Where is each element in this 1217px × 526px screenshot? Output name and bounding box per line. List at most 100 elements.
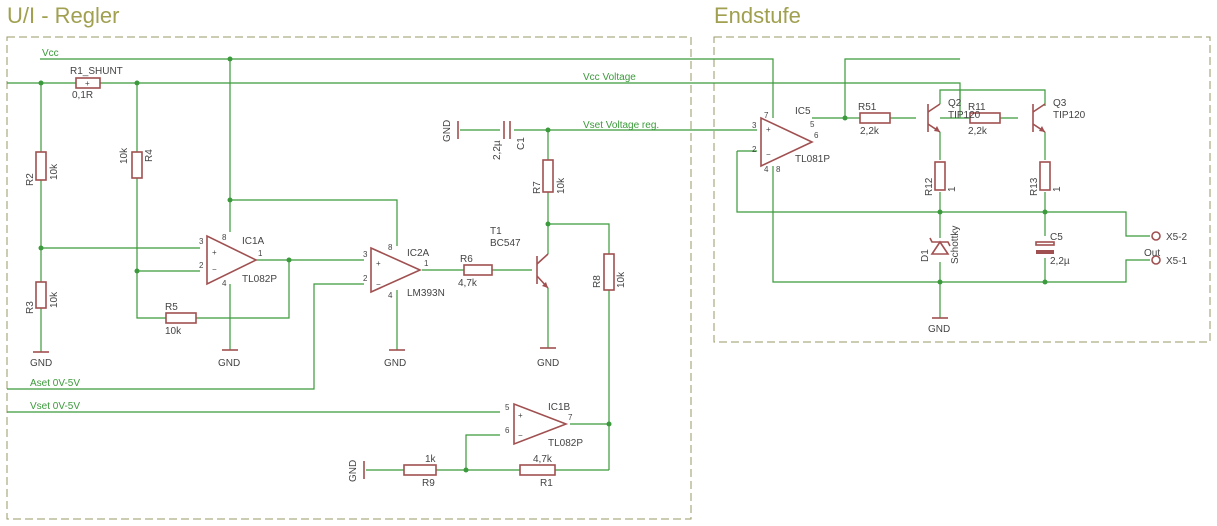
svg-text:2: 2 [363, 274, 368, 283]
svg-text:Q3: Q3 [1053, 98, 1067, 109]
svg-text:10k: 10k [556, 177, 567, 194]
svg-text:−: − [766, 150, 771, 159]
svg-text:TL082P: TL082P [242, 274, 277, 285]
svg-text:10k: 10k [119, 147, 130, 164]
junctions [38, 56, 1048, 473]
svg-text:−: − [212, 265, 217, 274]
svg-text:IC2A: IC2A [407, 248, 430, 259]
svg-text:R8: R8 [592, 275, 603, 288]
resistor-r1: 4,7k R1 [519, 454, 556, 489]
svg-text:10k: 10k [165, 326, 182, 337]
svg-text:R51: R51 [858, 102, 877, 113]
resistor-r13: R13 1 [1029, 161, 1063, 196]
svg-text:4,7k: 4,7k [533, 454, 553, 465]
svg-text:4: 4 [764, 165, 769, 174]
svg-text:T1: T1 [490, 226, 502, 237]
svg-text:TIP120: TIP120 [948, 110, 981, 121]
svg-text:+: + [766, 125, 771, 134]
capacitor-c1: 2,2µ C1 [492, 121, 527, 160]
svg-text:2,2µ: 2,2µ [1050, 256, 1070, 267]
svg-text:IC1B: IC1B [548, 402, 571, 413]
transistor-t1: T1 BC547 [490, 226, 549, 289]
gnd-r9: GND [348, 460, 365, 482]
resistor-r3: R3 10k [25, 281, 60, 314]
svg-text:1: 1 [424, 259, 429, 268]
wires [7, 58, 1150, 471]
resistor-r2: R2 10k [25, 151, 60, 186]
svg-text:6: 6 [814, 131, 819, 140]
resistor-r51: R51 2,2k [858, 102, 891, 137]
svg-text:3: 3 [752, 121, 757, 130]
net-vset-label: Vset 0V-5V [30, 401, 80, 412]
svg-text:2,2µ: 2,2µ [492, 140, 503, 160]
frame-endstufe [713, 36, 1211, 343]
gnd-ic2a: GND [384, 349, 406, 369]
connector-x5: X5-2 X5-1 Out [1144, 231, 1188, 267]
svg-text:IC1A: IC1A [242, 236, 265, 247]
svg-text:2,2k: 2,2k [968, 126, 988, 137]
comparator-ic2a: + − 3 2 1 8 4 IC2A LM393N [363, 243, 445, 300]
resistor-r11: R11 2,2k [968, 102, 1001, 137]
svg-text:4: 4 [388, 291, 393, 300]
svg-text:R2: R2 [25, 173, 36, 186]
diode-d1: D1 Schottky [920, 226, 961, 264]
resistor-r4: 10k R4 [119, 147, 155, 179]
gnd-c1: GND [442, 120, 459, 142]
svg-text:X5-2: X5-2 [1166, 232, 1188, 243]
svg-text:R4: R4 [144, 149, 155, 162]
svg-text:R7: R7 [532, 181, 543, 194]
svg-text:6: 6 [505, 426, 510, 435]
svg-text:10k: 10k [616, 271, 627, 288]
svg-text:−: − [376, 280, 381, 289]
svg-text:GND: GND [928, 324, 950, 335]
section-title-regler: U/I - Regler [7, 3, 119, 28]
resistor-r6: R6 4,7k [458, 254, 493, 289]
svg-text:10k: 10k [49, 291, 60, 308]
svg-text:7: 7 [764, 111, 769, 120]
svg-text:TL082P: TL082P [548, 438, 583, 449]
svg-text:GND: GND [348, 460, 359, 482]
svg-text:8: 8 [222, 233, 227, 242]
svg-text:0,1R: 0,1R [72, 90, 93, 101]
svg-text:8: 8 [776, 165, 781, 174]
svg-text:1: 1 [1052, 186, 1063, 192]
svg-text:C5: C5 [1050, 232, 1063, 243]
svg-text:+: + [85, 79, 90, 88]
svg-text:2,2k: 2,2k [860, 126, 880, 137]
svg-text:LM393N: LM393N [407, 288, 445, 299]
svg-text:X5-1: X5-1 [1166, 256, 1188, 267]
svg-text:D1: D1 [920, 249, 931, 262]
svg-text:R3: R3 [25, 301, 36, 314]
transistor-q3: Q3 TIP120 [1032, 98, 1086, 133]
svg-text:1k: 1k [425, 454, 437, 465]
svg-text:+: + [376, 259, 381, 268]
svg-text:5: 5 [505, 403, 510, 412]
svg-text:Q2: Q2 [948, 98, 962, 109]
svg-text:BC547: BC547 [490, 238, 521, 249]
gnd-t1: GND [537, 347, 559, 369]
svg-text:R13: R13 [1029, 177, 1040, 196]
svg-text:GND: GND [442, 120, 453, 142]
resistor-r5: R5 10k [165, 302, 197, 337]
svg-text:R12: R12 [924, 177, 935, 196]
svg-text:IC5: IC5 [795, 106, 811, 117]
opamp-ic5: + − 3 2 7 4 5 6 8 IC5 TL081P [752, 106, 830, 174]
svg-text:GND: GND [30, 358, 52, 369]
svg-text:R1_SHUNT: R1_SHUNT [70, 66, 123, 77]
resistor-r12: R12 1 [924, 161, 958, 196]
svg-text:+: + [212, 248, 217, 257]
svg-text:TIP120: TIP120 [1053, 110, 1086, 121]
svg-text:C1: C1 [516, 137, 527, 150]
svg-text:R5: R5 [165, 302, 178, 313]
svg-text:5: 5 [810, 120, 815, 129]
net-vcc-voltage-label: Vcc Voltage [583, 72, 636, 83]
svg-text:2: 2 [752, 145, 757, 154]
svg-text:GND: GND [218, 358, 240, 369]
svg-text:−: − [518, 431, 523, 440]
svg-text:GND: GND [537, 358, 559, 369]
net-aset-label: Aset 0V-5V [30, 378, 80, 389]
svg-text:1: 1 [947, 186, 958, 192]
svg-text:R1: R1 [540, 478, 553, 489]
svg-text:R9: R9 [422, 478, 435, 489]
